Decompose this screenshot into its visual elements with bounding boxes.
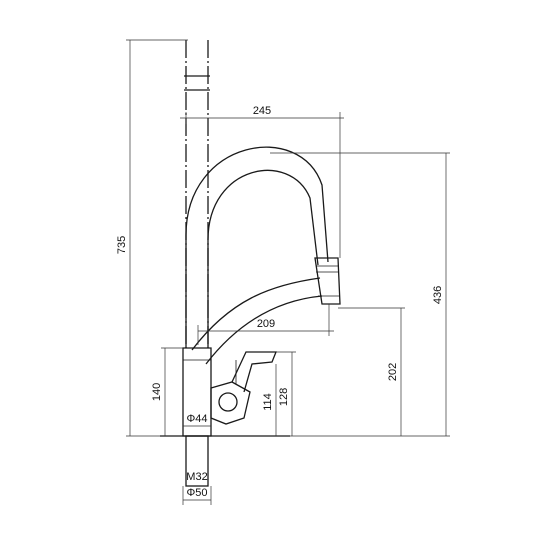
label-handle-offset: 114: [262, 393, 274, 411]
label-spout-height: 436: [432, 286, 444, 304]
label-handle-height: 128: [278, 388, 290, 406]
label-reach: 245: [253, 105, 271, 117]
label-body-diameter: Φ44: [186, 413, 207, 425]
label-base-height: 140: [151, 383, 163, 401]
label-base-diameter: Φ50: [186, 487, 207, 499]
label-spray-height: 202: [387, 363, 399, 381]
label-thread: M32: [186, 471, 207, 483]
dimension-lines: [126, 39, 450, 505]
label-total-height: 735: [116, 236, 128, 254]
faucet-outline: [160, 40, 341, 487]
label-spray-reach: 209: [257, 318, 275, 330]
dimension-labels: 735 245 436 209 202 140 128 114 Φ44 M32 …: [116, 105, 444, 499]
